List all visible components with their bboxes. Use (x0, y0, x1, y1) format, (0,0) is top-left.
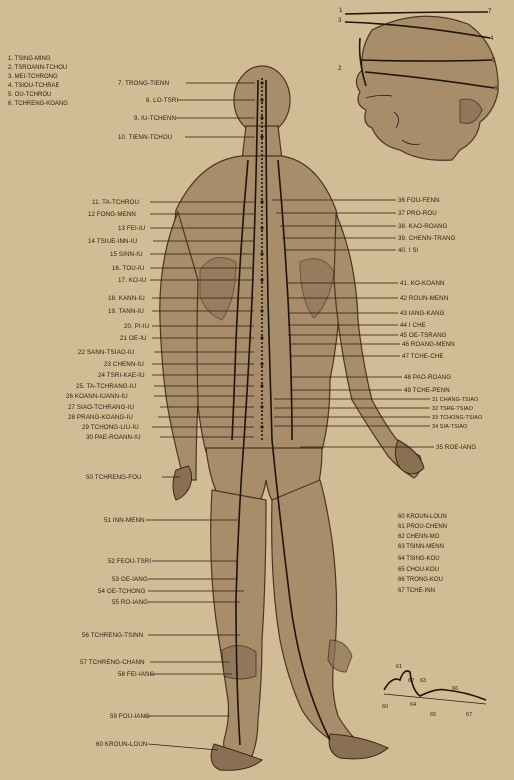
left-point-label: 27 SIAO-TCHRANG-IU (68, 404, 134, 411)
right-point-label: 43 IANG-KANG (400, 310, 445, 317)
foot-number: 66 (452, 686, 458, 692)
head-number-6: 6 (494, 85, 498, 92)
foot-number: 67 (466, 712, 472, 718)
left-point-label: 55 RO-IANG (112, 599, 148, 606)
left-point-label: 14 TSIUE-INN-IU (88, 238, 137, 245)
left-point-label: 60 KROUN-LOUN (96, 741, 148, 748)
right-point-label: 49 TCHE-PENN (404, 387, 450, 394)
foot-legend-item: 66 TRONG-KOU (398, 577, 443, 583)
left-point-label: 17. KO-IU (118, 277, 146, 284)
right-point-label: 31 CHANG-TSIAO (432, 397, 478, 403)
left-point-label: 21 OE-IU (120, 335, 147, 342)
left-point-label: 50 TCHRENG-FOU (86, 474, 142, 481)
foot-number: 61 (396, 664, 402, 670)
left-point-label: 57 TCHRENG-CHANN (80, 659, 145, 666)
right-point-label: 32 TSRE-TSIAO (432, 406, 473, 412)
right-point-label: 35 ROE-IANG (436, 444, 476, 451)
right-point-label: 38. KAO-ROANG (398, 223, 448, 230)
right-point-label: 36 FOU-FENN (398, 197, 440, 204)
left-point-label: 25. TA-TCHRANG-IU (76, 383, 136, 390)
left-point-label: 51 INN-MENN (104, 517, 145, 524)
left-point-label: 53 OE-IANG (112, 576, 148, 583)
right-point-label: 41. KO-KOANN (400, 280, 445, 287)
left-point-label: 10. TIENN-TCHOU (118, 134, 172, 141)
right-point-label: 47 TCHE-CHE (402, 353, 444, 360)
head-number-7: 7 (488, 8, 492, 15)
head-number-5: 5 (492, 57, 496, 64)
left-point-label: 22 SANN-TSIAO-IU (78, 349, 134, 356)
head-legend-item: 3. MEI-TCHRONG (8, 74, 58, 80)
right-point-label: 40. I SI (398, 247, 419, 254)
head-legend-item: 6. TCHRENG-KOANG (8, 101, 68, 107)
right-point-label: 37 PRO-ROU (398, 210, 437, 217)
left-point-label: 56 TCHRENG-TSINN (82, 632, 143, 639)
right-point-label: 39. CHENN-TRANG (398, 235, 456, 242)
head-number-3: 3 (338, 17, 342, 24)
right-point-label: 33 TCHONG-TSIAO (432, 415, 482, 421)
left-point-label: 29 TCHONG-LIU-IU (82, 424, 139, 431)
foot-number: 65 (430, 712, 436, 718)
foot-legend-item: 61 PROU-CHENN (398, 524, 447, 530)
foot-legend-item: 65 CHOU-KOU (398, 567, 439, 573)
left-point-label: 18. KANN-IU (108, 295, 145, 302)
foot-legend-item: 64 TSING-KOU (398, 556, 440, 562)
head-legend-item: 5. OU-TCHROU (8, 92, 51, 98)
left-point-label: 12 FONG-MENN (88, 211, 136, 218)
left-point-label: 52 FEOU-TSRI (108, 558, 151, 565)
left-point-label: 19. TANN-IU (108, 308, 144, 315)
left-point-label: 59 FOU-IANG (110, 713, 150, 720)
head-legend-item: 4. TSIOU-TCHRAE (8, 83, 60, 89)
left-point-label: 16. TOU-IU (112, 265, 144, 272)
head-legend-item: 1. TSING-MING (8, 56, 51, 62)
foot-number: 62 (408, 678, 414, 684)
foot-legend-item: 63 TSINN-MENN (398, 544, 444, 550)
left-point-label: 7. TRONG-TIENN (118, 80, 169, 87)
left-point-label: 23 CHENN-IU (104, 361, 144, 368)
right-point-label: 44 I CHE (400, 322, 426, 329)
left-point-label: 20. PI-IU (124, 323, 149, 330)
right-point-label: 34 SIA-TSIAO (432, 424, 467, 430)
left-point-label: 11. TA-TCHROU (92, 199, 139, 206)
left-point-label: 54 OE-TCHONG (98, 588, 146, 595)
left-point-label: 26 KOANN-IUANN-IU (66, 393, 128, 400)
left-point-label: 13 FEI-IU (118, 225, 145, 232)
foot-number: 63 (420, 678, 426, 684)
right-point-label: 45 OE-TSRANG (400, 332, 447, 339)
head-legend-item: 2. TSROANN-TCHOU (8, 65, 67, 71)
left-point-label: 24 TSRI-KAE-IU (98, 372, 145, 379)
left-point-label: 28 PRANG-KOANG-IU (68, 414, 133, 421)
head-number-4: 4 (490, 35, 494, 42)
left-point-label: 9. IU-TCHENN (134, 115, 176, 122)
left-point-label: 58 FEI-IANG (118, 671, 155, 678)
foot-legend-item: 62 CHENN-MO (398, 534, 440, 540)
foot-number: 64 (410, 702, 416, 708)
foot-legend-item: 60 KROUN-LOUN (398, 514, 447, 520)
left-point-label: 8. LO-TSRI (146, 97, 178, 104)
right-point-label: 48 PAO-ROANG (404, 374, 451, 381)
left-point-label: 30 PAE-ROANN-IU (86, 434, 141, 441)
foot-number: 60 (382, 704, 388, 710)
head-number-1: 1 (339, 7, 343, 14)
right-point-label: 46 ROANG-MENN (402, 341, 455, 348)
right-point-label: 42 ROUN-MENN (400, 295, 448, 302)
left-point-label: 15 SINN-IU (110, 251, 143, 258)
head-number-2: 2 (338, 65, 342, 72)
foot-legend-item: 67 TCHE-INN (398, 588, 435, 594)
